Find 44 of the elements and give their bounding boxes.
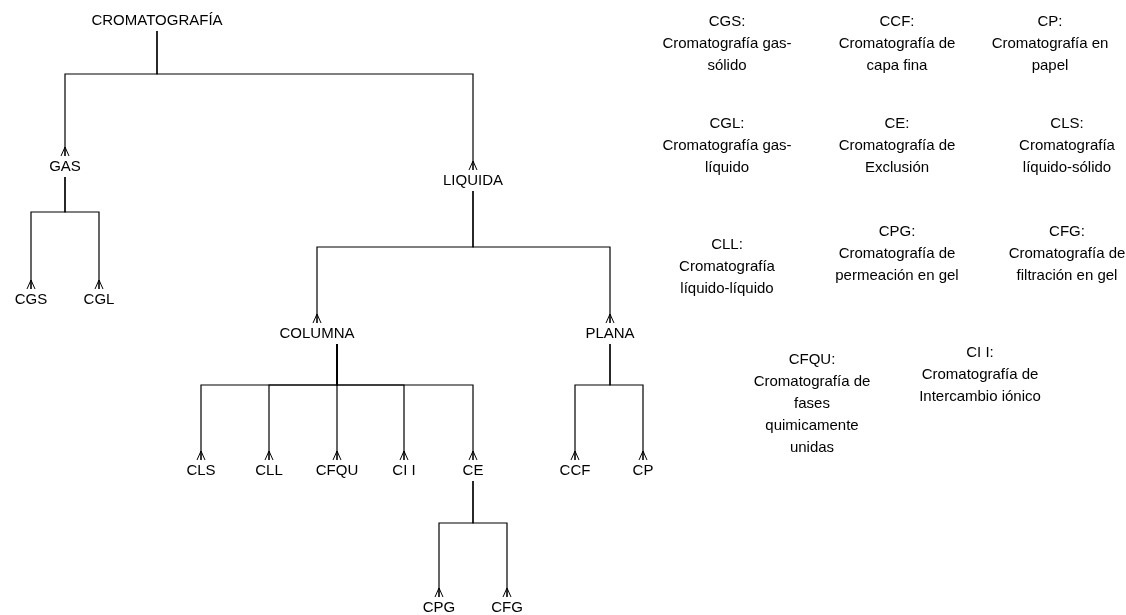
definition-term: CCF: bbox=[879, 11, 915, 31]
node-label: PLANA bbox=[585, 324, 635, 342]
node-label: CP bbox=[632, 461, 654, 479]
definition-text: Cromatografía de Exclusión bbox=[837, 135, 957, 177]
definition-text: Cromatografía en papel bbox=[990, 33, 1110, 75]
node-label: CPG bbox=[422, 598, 456, 615]
definition-term: CGS: bbox=[708, 11, 746, 31]
connector-line bbox=[336, 343, 478, 461]
node-label: CI I bbox=[392, 461, 416, 479]
node-label: CLS bbox=[186, 461, 216, 479]
definition-term: CPG: bbox=[878, 221, 916, 241]
connector-line bbox=[472, 480, 512, 598]
connector-line bbox=[64, 176, 104, 290]
definition-term: CLL: bbox=[711, 234, 743, 254]
definition-text: Cromatografía de capa fina bbox=[837, 33, 957, 75]
definition-text: Cromatografía de permeación en gel bbox=[834, 243, 960, 285]
definition-text: Cromatografía de filtración en gel bbox=[1007, 243, 1126, 285]
node-label: CLL bbox=[255, 461, 283, 479]
node-label: CFQU bbox=[315, 461, 359, 479]
node-label: CE bbox=[462, 461, 484, 479]
definition-text: Cromatografía líquido-líquido bbox=[678, 256, 776, 298]
definition-term: CP: bbox=[1037, 11, 1063, 31]
definition-term: CI I: bbox=[966, 342, 994, 362]
node-label: CGL bbox=[83, 290, 115, 308]
node-label: CFG bbox=[491, 598, 523, 615]
node-label: CCF bbox=[559, 461, 591, 479]
node-label: CGS bbox=[14, 290, 48, 308]
definition-text: Cromatografía líquido-sólido bbox=[1018, 135, 1116, 177]
connector-line bbox=[156, 30, 478, 171]
node-label: LIQUIDA bbox=[443, 171, 503, 189]
definition-term: CFG: bbox=[1049, 221, 1085, 241]
definition-term: CFQU: bbox=[788, 349, 836, 369]
connector-line bbox=[609, 343, 648, 461]
definition-text: Cromatografía gas-líquido bbox=[662, 135, 792, 177]
node-label: CROMATOGRAFÍA bbox=[91, 11, 223, 29]
definition-text: Cromatografía gas- sólido bbox=[662, 33, 792, 75]
definition-term: CE: bbox=[884, 113, 910, 133]
connector-line bbox=[472, 190, 615, 324]
definition-text: Cromatografía de Intercambio iónico bbox=[918, 364, 1042, 406]
node-label: COLUMNA bbox=[279, 324, 355, 342]
definition-text: Cromatografía de fases quimicamente unidas bbox=[753, 371, 871, 457]
node-label: GAS bbox=[49, 157, 81, 175]
definition-term: CLS: bbox=[1050, 113, 1084, 133]
definition-term: CGL: bbox=[709, 113, 745, 133]
